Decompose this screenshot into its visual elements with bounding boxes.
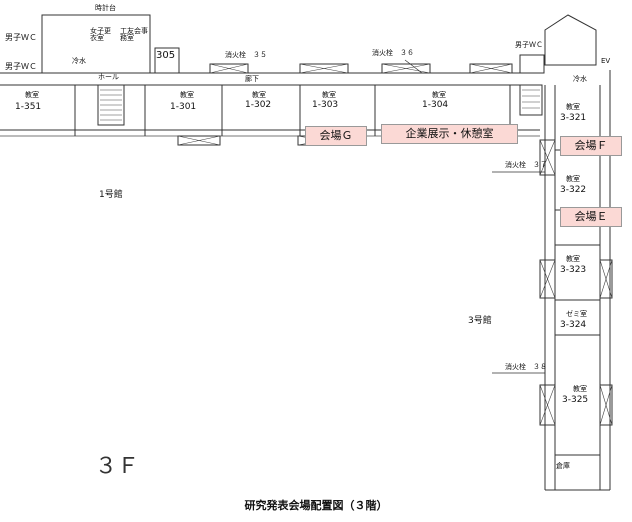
room-number: 3-325 <box>562 395 589 405</box>
room-label: 教室 <box>432 91 446 99</box>
building-1-label: 1号館 <box>99 190 123 200</box>
storage-label: 倉庫 <box>556 462 570 470</box>
restroom-male-3-label: 男子ＷＣ <box>515 41 543 49</box>
restroom-3-box <box>519 54 545 74</box>
room-label: 教室 <box>566 103 580 111</box>
window-1304b <box>469 63 513 74</box>
roof-outline <box>544 14 597 66</box>
hydrant-38-label: 消火栓 ３８ <box>505 363 547 371</box>
room-305-box <box>154 47 180 74</box>
cold-water-3-label: 冷水 <box>573 75 587 83</box>
hydrant-36-label: 消火栓 ３６ <box>372 49 414 57</box>
stair-3 <box>519 84 543 116</box>
window-3321 <box>539 139 556 176</box>
room-number: 1-304 <box>422 100 449 110</box>
room-label: 教室 <box>25 91 39 99</box>
hydrant-37-label: 消火栓 ３７ <box>505 161 547 169</box>
room-number: 3-324 <box>560 320 587 330</box>
room-number: 3-321 <box>560 113 587 123</box>
restroom-male-label: 男子ＷＣ <box>5 33 37 42</box>
room-label: 教室 <box>566 255 580 263</box>
room-number: 1-301 <box>170 102 197 112</box>
hydrant-35-label: 消火栓 ３５ <box>225 51 267 59</box>
window-3325-e <box>599 384 613 426</box>
staff-room-label: 工友会事務室 <box>120 27 148 42</box>
window-1302 <box>209 63 249 74</box>
core-block <box>41 14 151 74</box>
cold-water-label: 冷水 <box>72 57 86 65</box>
room-label: 教室 <box>252 91 266 99</box>
stair-core <box>97 84 125 126</box>
room-label: 教室 <box>180 91 194 99</box>
venue-expo-badge: 企業展示・休憩室 <box>381 124 518 144</box>
hall-label: ホール <box>98 73 119 81</box>
room-label: 教室 <box>566 175 580 183</box>
room-number: 3-322 <box>560 185 587 195</box>
corridor-label: 廊下 <box>245 75 259 83</box>
room-number: 3-323 <box>560 265 587 275</box>
seminar-room-label: ゼミ室 <box>566 310 587 318</box>
floor-label: ３Ｆ <box>95 454 140 479</box>
room-label: 教室 <box>573 385 587 393</box>
venue-e-badge: 会場Ｅ <box>560 207 622 227</box>
room-number: 1-351 <box>15 102 42 112</box>
venue-g-badge: 会場Ｇ <box>305 126 367 146</box>
window-3323-e <box>599 259 613 299</box>
window-1301-s <box>177 135 221 146</box>
room-label: 教室 <box>322 91 336 99</box>
window-3323 <box>539 259 556 299</box>
room-305-number: 305 <box>156 50 176 61</box>
building-3-label: 3号館 <box>468 316 492 326</box>
caption: 研究発表会場配置図（３階） <box>244 499 388 512</box>
window-3325 <box>539 384 556 426</box>
ev-label: EV <box>601 57 611 65</box>
room-number: 1-302 <box>245 100 272 110</box>
window-1303 <box>299 63 349 74</box>
restroom-female-label: 女子更衣室 <box>90 27 111 42</box>
restroom-male-label-2: 男子ＷＣ <box>5 62 37 71</box>
room-number: 1-303 <box>312 100 339 110</box>
venue-f-badge: 会場Ｆ <box>560 136 622 156</box>
clock-tower-label: 時計台 <box>95 4 116 12</box>
window-1304 <box>381 63 431 74</box>
